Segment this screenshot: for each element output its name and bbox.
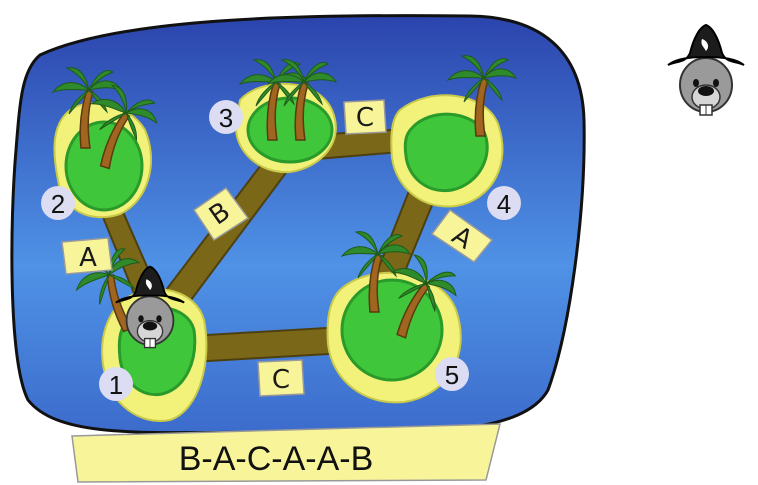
svg-text:3: 3 xyxy=(219,103,233,133)
svg-text:5: 5 xyxy=(445,360,459,390)
island-number-2: 2 xyxy=(41,186,75,220)
island-3[interactable] xyxy=(234,58,337,174)
island-5[interactable] xyxy=(326,230,466,404)
bridge-label: A xyxy=(79,243,97,273)
island-2[interactable] xyxy=(52,66,165,219)
island-numbers: 1 2 3 4 5 xyxy=(41,100,521,401)
island-number-1: 1 xyxy=(99,367,133,401)
sequence-banner: B-A-C-A-A-B xyxy=(71,423,501,483)
sign-bridge-1-3: B xyxy=(192,186,250,242)
island-4[interactable] xyxy=(390,54,517,208)
svg-text:4: 4 xyxy=(497,189,511,219)
island-number-3: 3 xyxy=(209,100,243,134)
pirate-beaver-icon[interactable] xyxy=(666,23,746,117)
island-number-4: 4 xyxy=(487,186,521,220)
bridge-signs: A B C A C xyxy=(61,99,494,397)
sign-bridge-4-5: A xyxy=(430,208,494,264)
svg-text:2: 2 xyxy=(51,189,65,219)
sequence-text: B-A-C-A-A-B xyxy=(179,440,374,478)
bridge-label: C xyxy=(272,365,290,395)
bridge-label: C xyxy=(356,103,374,133)
sign-bridge-1-2: A xyxy=(61,237,113,275)
sign-bridge-3-4: C xyxy=(343,99,387,135)
svg-text:1: 1 xyxy=(109,370,123,400)
sign-bridge-1-5: C xyxy=(257,359,305,397)
island-number-5: 5 xyxy=(435,357,469,391)
